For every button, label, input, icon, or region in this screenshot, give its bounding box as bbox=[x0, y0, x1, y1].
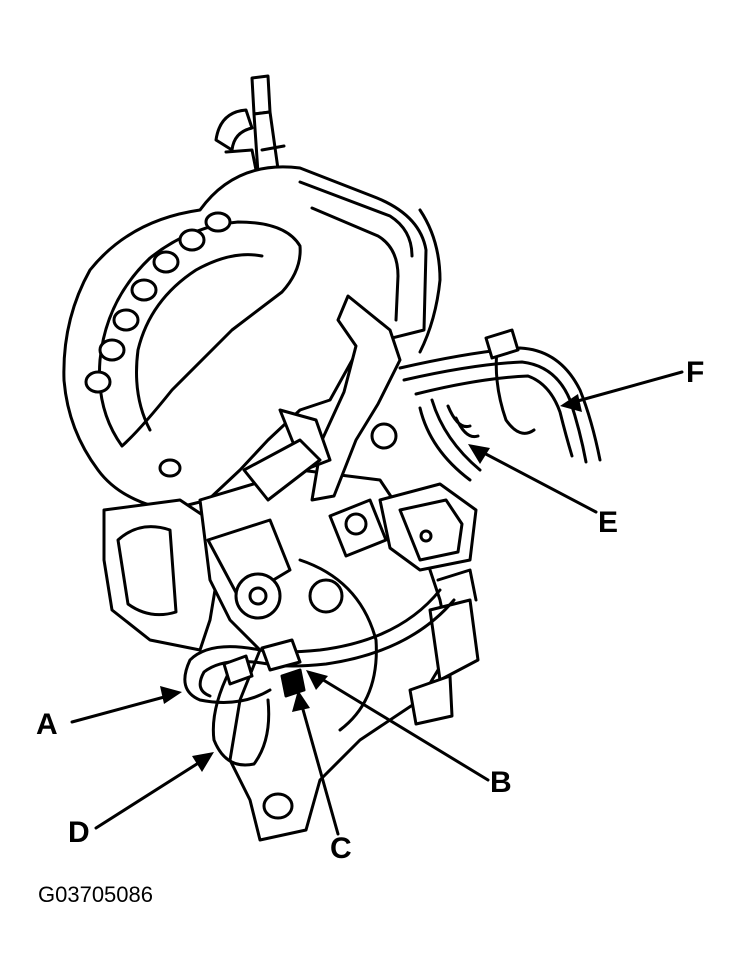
leader-c bbox=[300, 704, 340, 836]
leader-f bbox=[572, 370, 684, 404]
callout-d: D bbox=[68, 816, 90, 849]
figure-code: G03705086 bbox=[38, 882, 153, 907]
callout-e: E bbox=[598, 506, 619, 539]
callout-f: F bbox=[686, 356, 705, 389]
callout-a: A bbox=[36, 708, 58, 741]
callout-b: B bbox=[490, 766, 512, 799]
solenoid-connector bbox=[378, 482, 480, 726]
callout-c: C bbox=[330, 832, 352, 865]
leader-e bbox=[480, 450, 598, 514]
leader-a bbox=[70, 694, 170, 724]
detent-lever bbox=[206, 294, 402, 620]
housing-holes bbox=[84, 211, 232, 478]
leader-arrows bbox=[70, 370, 684, 836]
upper-wire-harness bbox=[398, 208, 602, 482]
shift-housing bbox=[62, 165, 428, 512]
leader-d bbox=[94, 760, 202, 830]
leader-b bbox=[318, 676, 490, 782]
lower-wire-harness bbox=[183, 568, 478, 767]
